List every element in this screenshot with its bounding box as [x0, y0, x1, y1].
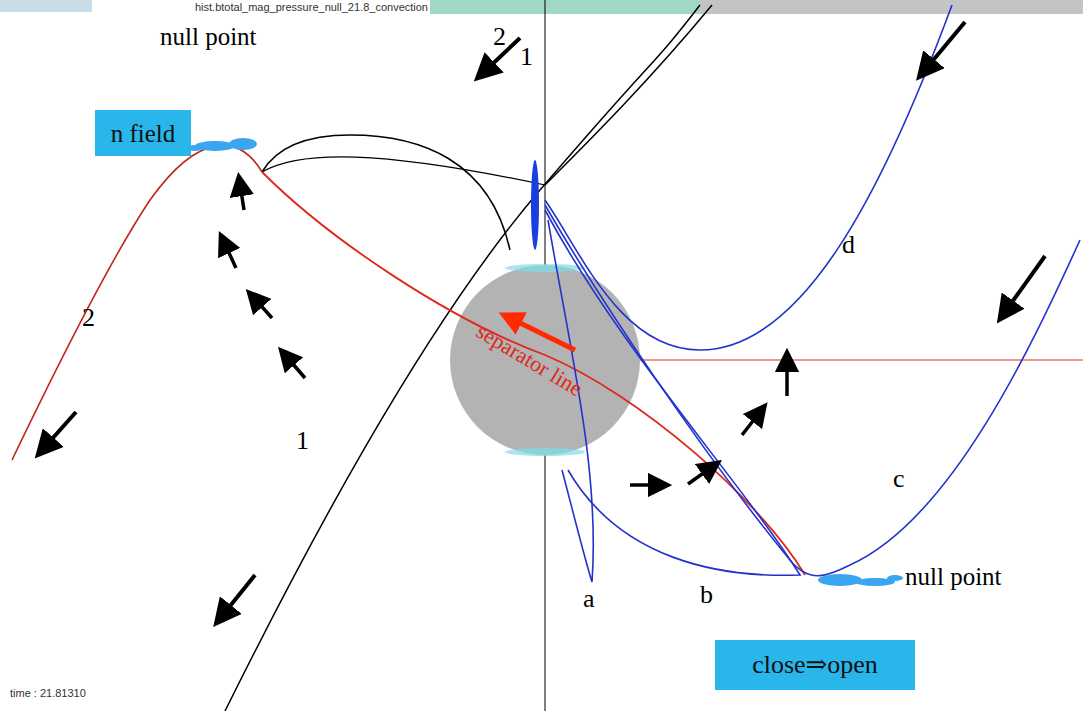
field-line	[548, 220, 593, 582]
reference-line	[640, 360, 1083, 361]
line-number-text: 1	[296, 426, 309, 455]
flow-arrow	[224, 242, 236, 268]
flow-arrow	[254, 298, 272, 318]
blob-part	[229, 138, 257, 150]
box-text: close⇒open	[752, 652, 878, 678]
null-point-label-text: null point	[160, 23, 257, 50]
line-letter: b	[700, 582, 713, 608]
convection-arrows	[224, 184, 787, 485]
file-header: hist.btotal_mag_pressure_null_21.8_conve…	[195, 2, 428, 13]
flow-arrow	[44, 412, 76, 448]
flow-arrow	[286, 356, 305, 378]
sphere-rim	[505, 264, 585, 272]
null-point-blob	[187, 138, 257, 151]
line-number-text: 1	[520, 42, 533, 71]
line-letter: c	[893, 466, 905, 492]
gray-sphere	[450, 265, 640, 455]
line-number: 1	[296, 428, 309, 454]
flow-arrows	[44, 22, 1045, 616]
flow-arrow	[925, 22, 965, 70]
time-stamp: time : 21.81310	[10, 688, 86, 699]
field-line	[262, 135, 510, 250]
highlight-box: n field	[95, 110, 191, 156]
blob-part	[818, 574, 862, 586]
null-point-label: null point	[905, 564, 1002, 589]
flow-arrow	[688, 467, 712, 484]
null-point-blob	[818, 574, 903, 586]
line-letter-text: b	[700, 580, 713, 609]
field-line	[545, 205, 1080, 576]
file-header-text: hist.btotal_mag_pressure_null_21.8_conve…	[195, 1, 428, 13]
null-point-label: null point	[160, 24, 257, 49]
flow-arrow	[630, 483, 660, 487]
line-letter-text: d	[842, 230, 855, 259]
line-number: 2	[82, 305, 95, 331]
time-stamp-text: time : 21.81310	[10, 687, 86, 699]
field-line	[262, 157, 545, 185]
field-line	[225, 5, 700, 711]
flow-arrow	[1005, 256, 1045, 312]
null-point-label-text: null point	[905, 563, 1002, 590]
box-text: n field	[111, 121, 176, 146]
image-fragment	[430, 0, 700, 14]
flow-arrow	[742, 412, 760, 435]
field-line	[545, 210, 800, 575]
line-number: 1	[520, 44, 533, 70]
flow-arrow	[240, 184, 244, 210]
line-number: 2	[493, 24, 506, 50]
blob-part	[887, 575, 903, 581]
flow-arrow	[222, 575, 255, 616]
blue-spike	[531, 160, 539, 250]
field-line	[545, 5, 952, 350]
flow-arrow	[785, 360, 789, 396]
line-letter-text: a	[583, 584, 595, 613]
line-letter: a	[583, 586, 595, 612]
line-letter: d	[842, 232, 855, 258]
line-letter-text: c	[893, 464, 905, 493]
sphere-rim	[505, 448, 585, 456]
highlight-box: close⇒open	[715, 640, 915, 690]
image-fragment	[700, 0, 1083, 14]
field-line	[12, 145, 262, 460]
line-number-text: 2	[82, 303, 95, 332]
field-line	[545, 5, 712, 185]
line-number-text: 2	[493, 22, 506, 51]
image-fragment	[0, 0, 92, 12]
